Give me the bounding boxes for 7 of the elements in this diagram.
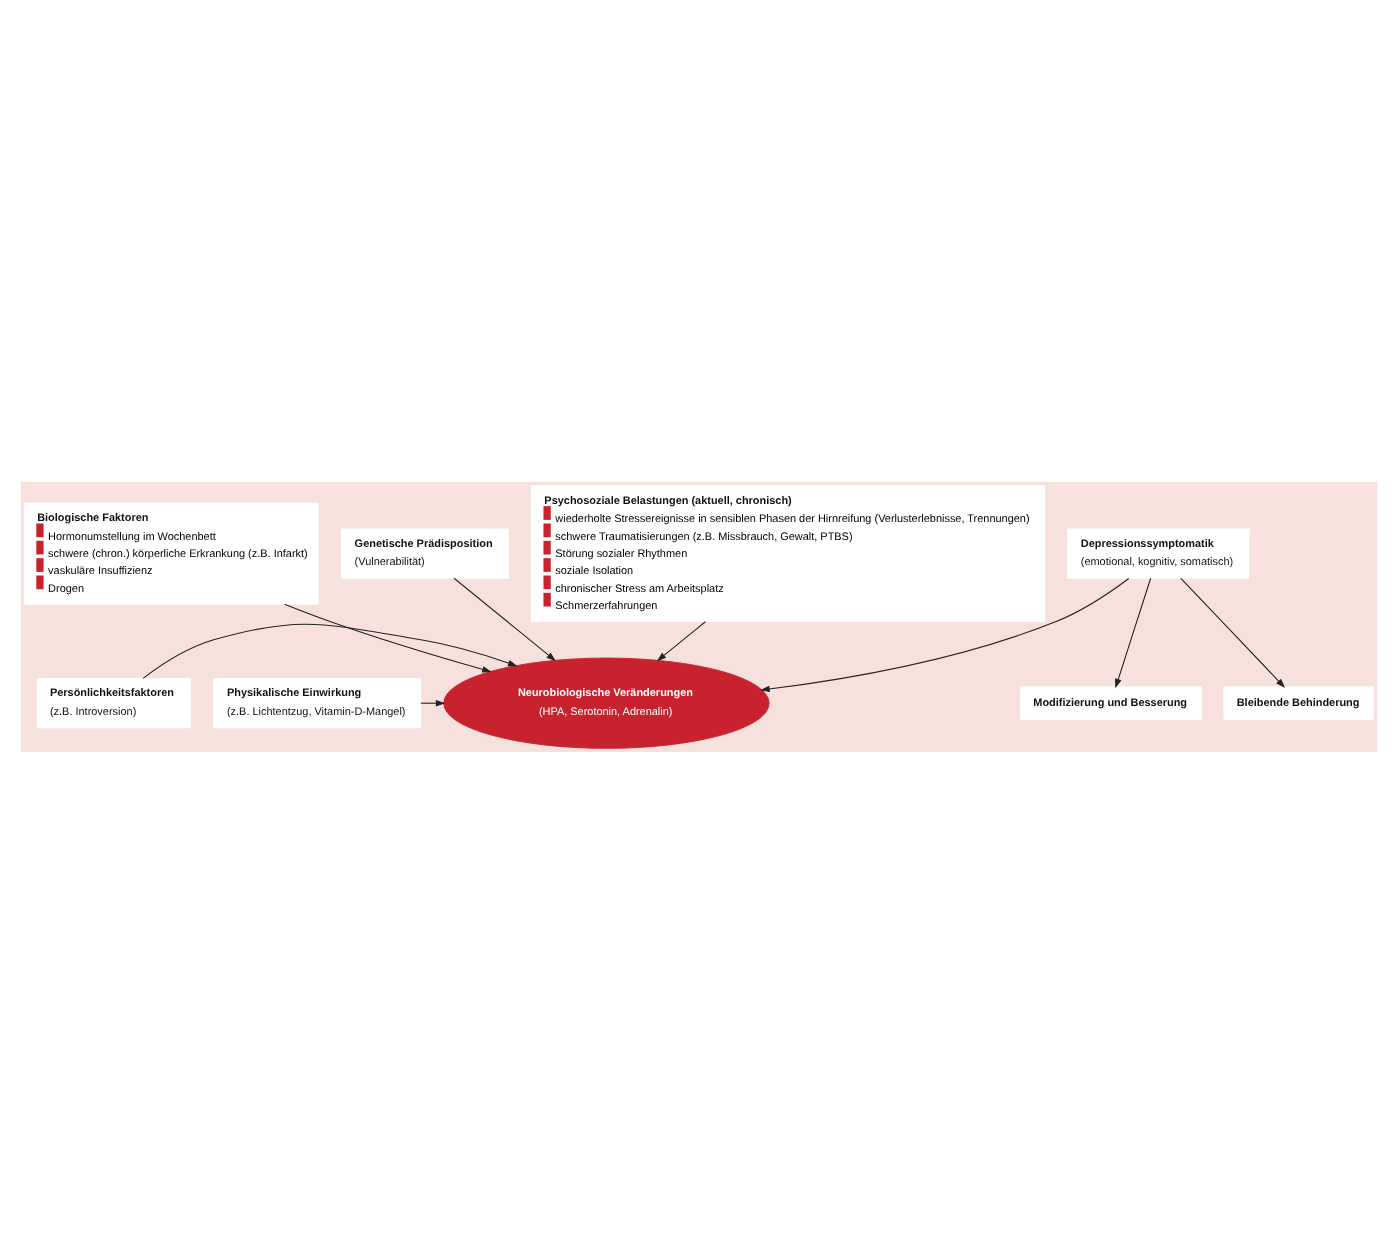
arrow: [453, 577, 556, 662]
arrow: [142, 623, 518, 679]
arrow: [1180, 577, 1286, 688]
arrow: [656, 621, 706, 662]
arrow: [1115, 577, 1152, 689]
arrow: [284, 603, 492, 673]
arrow: [760, 577, 1130, 693]
